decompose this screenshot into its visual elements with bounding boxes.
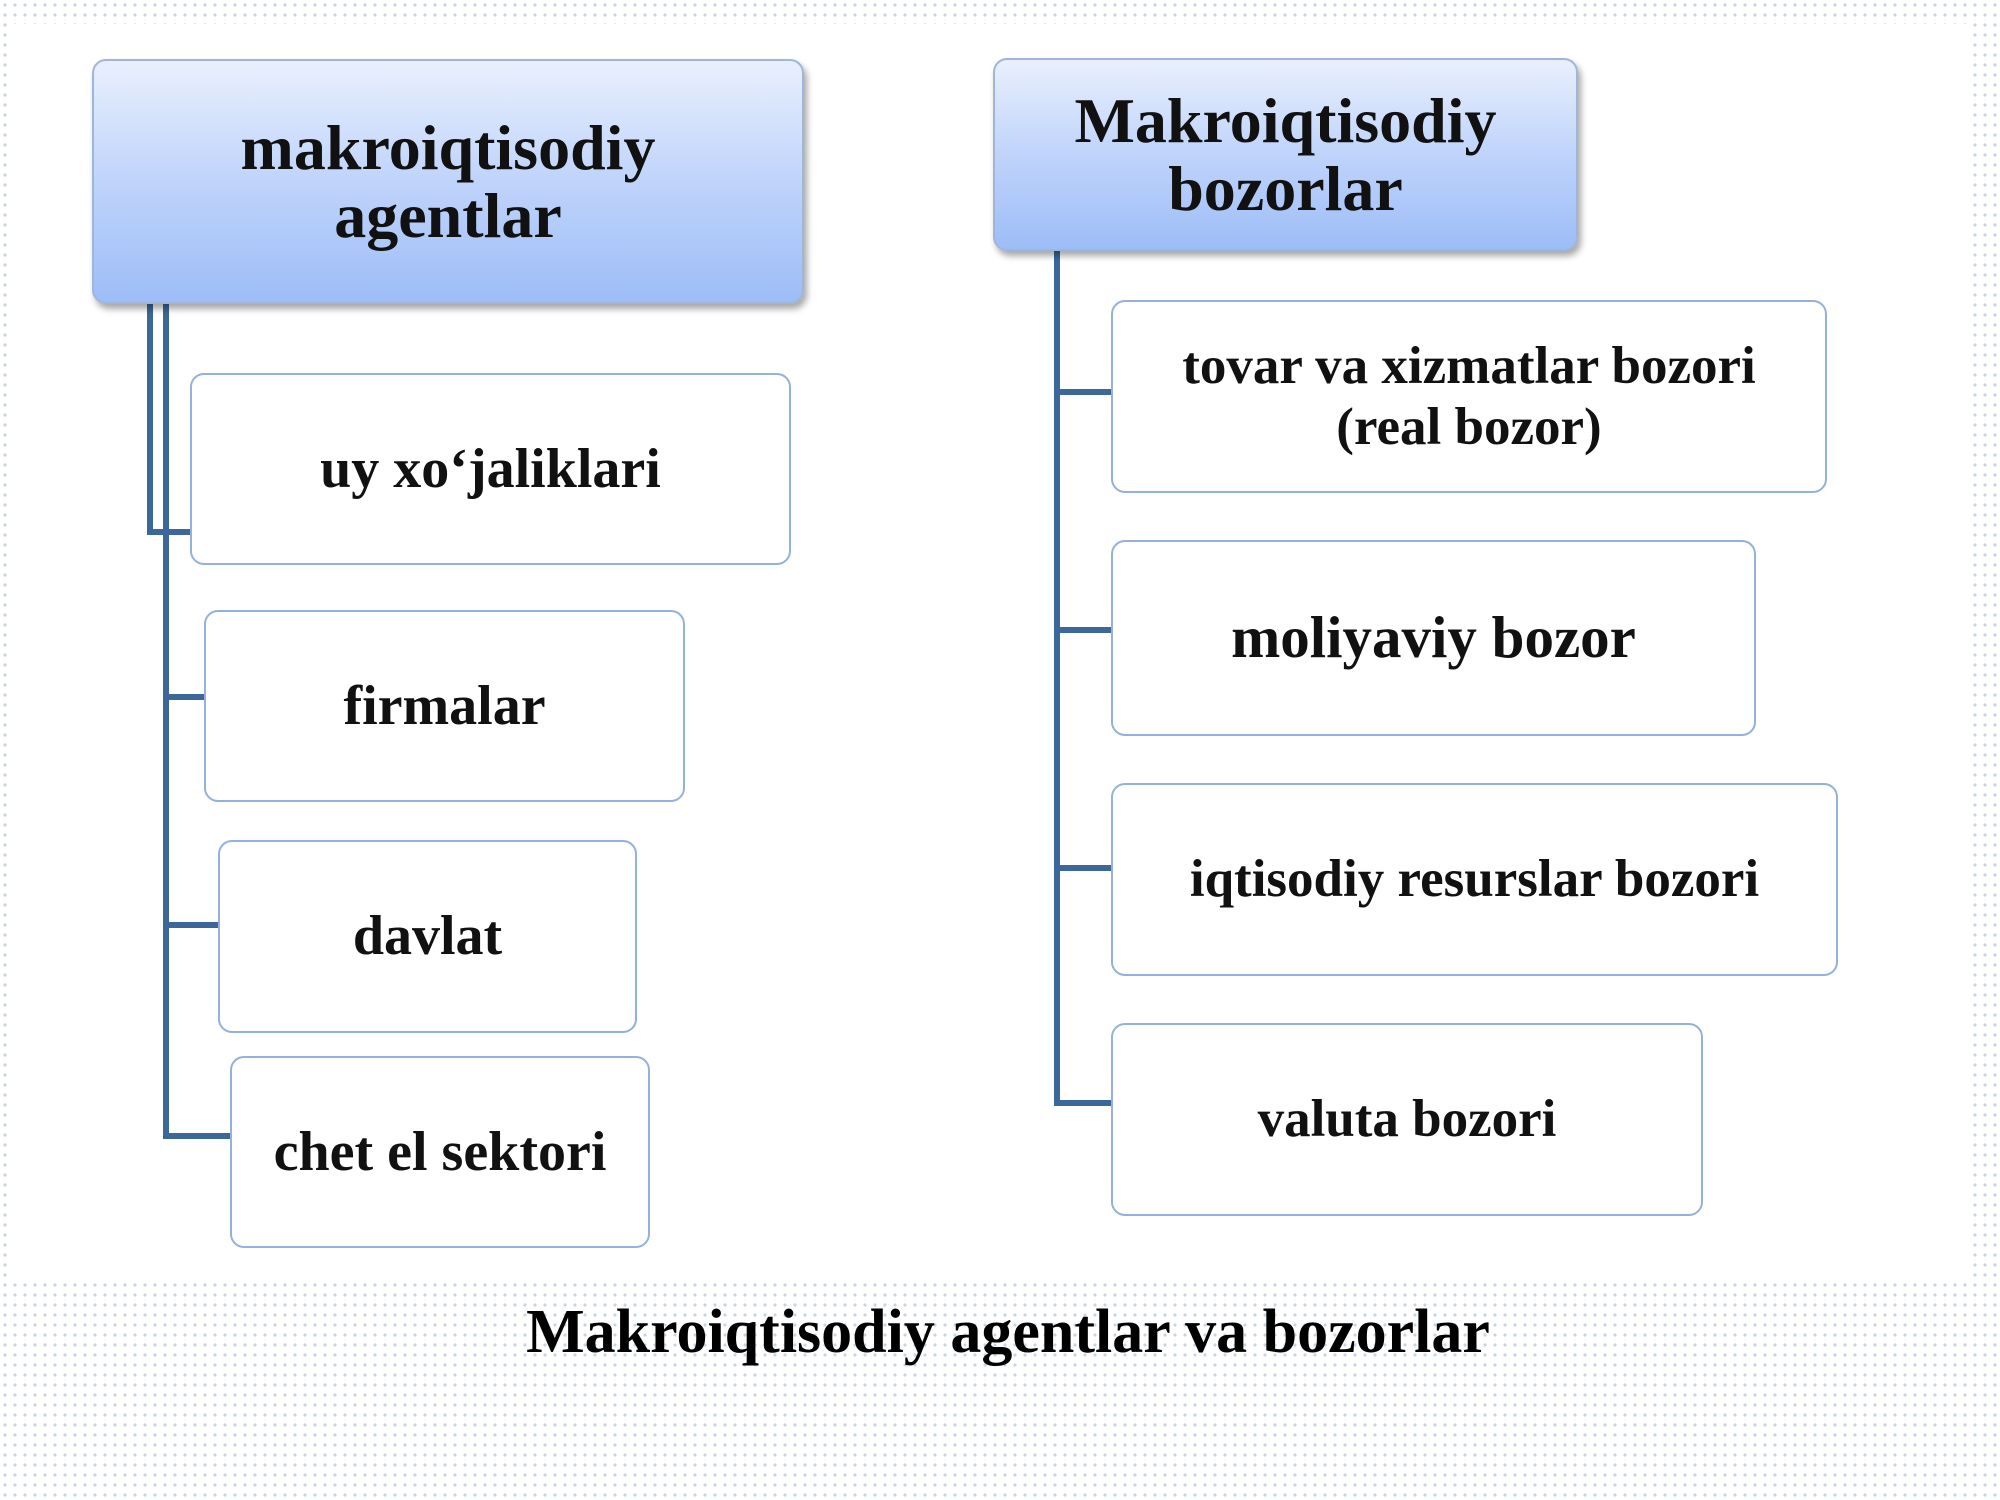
markets-item-label: moliyaviy bozor (1231, 604, 1636, 671)
agents-item-davlat: davlat (218, 840, 637, 1033)
markets-item-label: iqtisodiy resurslar bozori (1189, 850, 1760, 909)
agents-header-box: makroiqtisodiy agentlar (92, 59, 804, 304)
agents-item-label: firmalar (343, 674, 546, 737)
agents-item-firmalar: firmalar (204, 610, 685, 802)
markets-item-label: valuta bozori (1257, 1090, 1557, 1149)
agents-item-label: davlat (352, 905, 503, 968)
markets-item-resurslar-bozori: iqtisodiy resurslar bozori (1111, 783, 1838, 976)
agents-connector-trunk (163, 302, 232, 1139)
markets-item-moliyaviy-bozor: moliyaviy bozor (1111, 540, 1756, 736)
markets-header-box: Makroiqtisodiy bozorlar (993, 58, 1578, 251)
markets-item-real-bozor: tovar va xizmatlar bozori (real bozor) (1111, 300, 1827, 493)
markets-header-title: Makroiqtisodiy bozorlar (1074, 84, 1497, 224)
agents-item-uy-xojaliklari: uy xo‘jaliklari (190, 373, 791, 565)
markets-connector-trunk (1054, 250, 1113, 1106)
agents-item-label: chet el sektori (273, 1120, 607, 1183)
markets-item-valuta-bozori: valuta bozori (1111, 1023, 1703, 1216)
agents-item-label: uy xo‘jaliklari (320, 437, 661, 500)
figure-caption: Makroiqtisodiy agentlar va bozorlar (526, 1298, 1490, 1366)
agents-item-chet-el-sektori: chet el sektori (230, 1056, 650, 1248)
agents-header-title: makroiqtisodiy agentlar (240, 111, 656, 251)
markets-item-label: tovar va xizmatlar bozori (real bozor) (1182, 336, 1756, 456)
agents-connector-trunk-outer (147, 302, 190, 535)
